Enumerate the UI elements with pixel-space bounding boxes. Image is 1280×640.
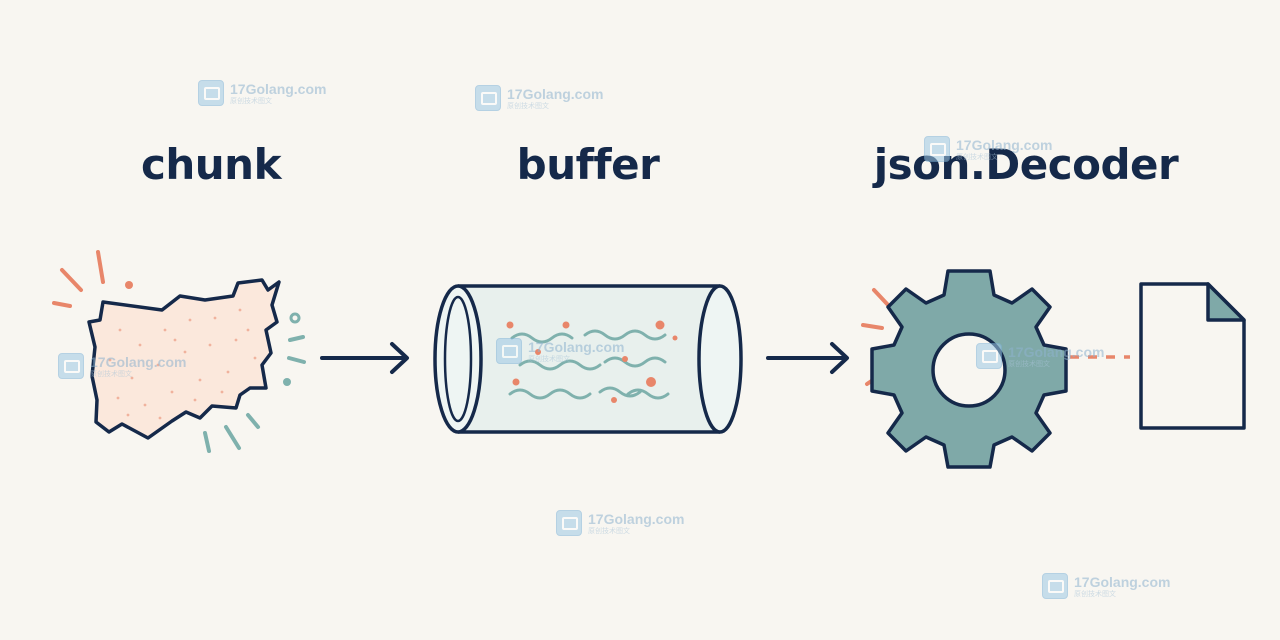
tube-body xyxy=(458,286,720,432)
stage-label-buffer: buffer xyxy=(516,140,660,189)
document-icon xyxy=(1139,282,1246,430)
arrow-buffer-to-decoder xyxy=(766,342,849,374)
torn-paper-chunk-icon xyxy=(52,250,306,453)
chunk-paper-speckles xyxy=(108,308,257,420)
stage-label-decoder: json.Decoder xyxy=(873,140,1179,189)
gear-hole xyxy=(931,332,1007,408)
buffer-waves xyxy=(508,329,670,400)
stage-label-chunk: chunk xyxy=(140,140,282,189)
chunk-paper-shape xyxy=(87,278,281,440)
transparent-tube-buffer-icon xyxy=(433,284,743,434)
arrow-chunk-to-buffer xyxy=(320,342,409,374)
buffer-particles xyxy=(506,320,678,403)
gear-icon xyxy=(861,269,1068,469)
chunk-burst-lines xyxy=(52,250,306,453)
